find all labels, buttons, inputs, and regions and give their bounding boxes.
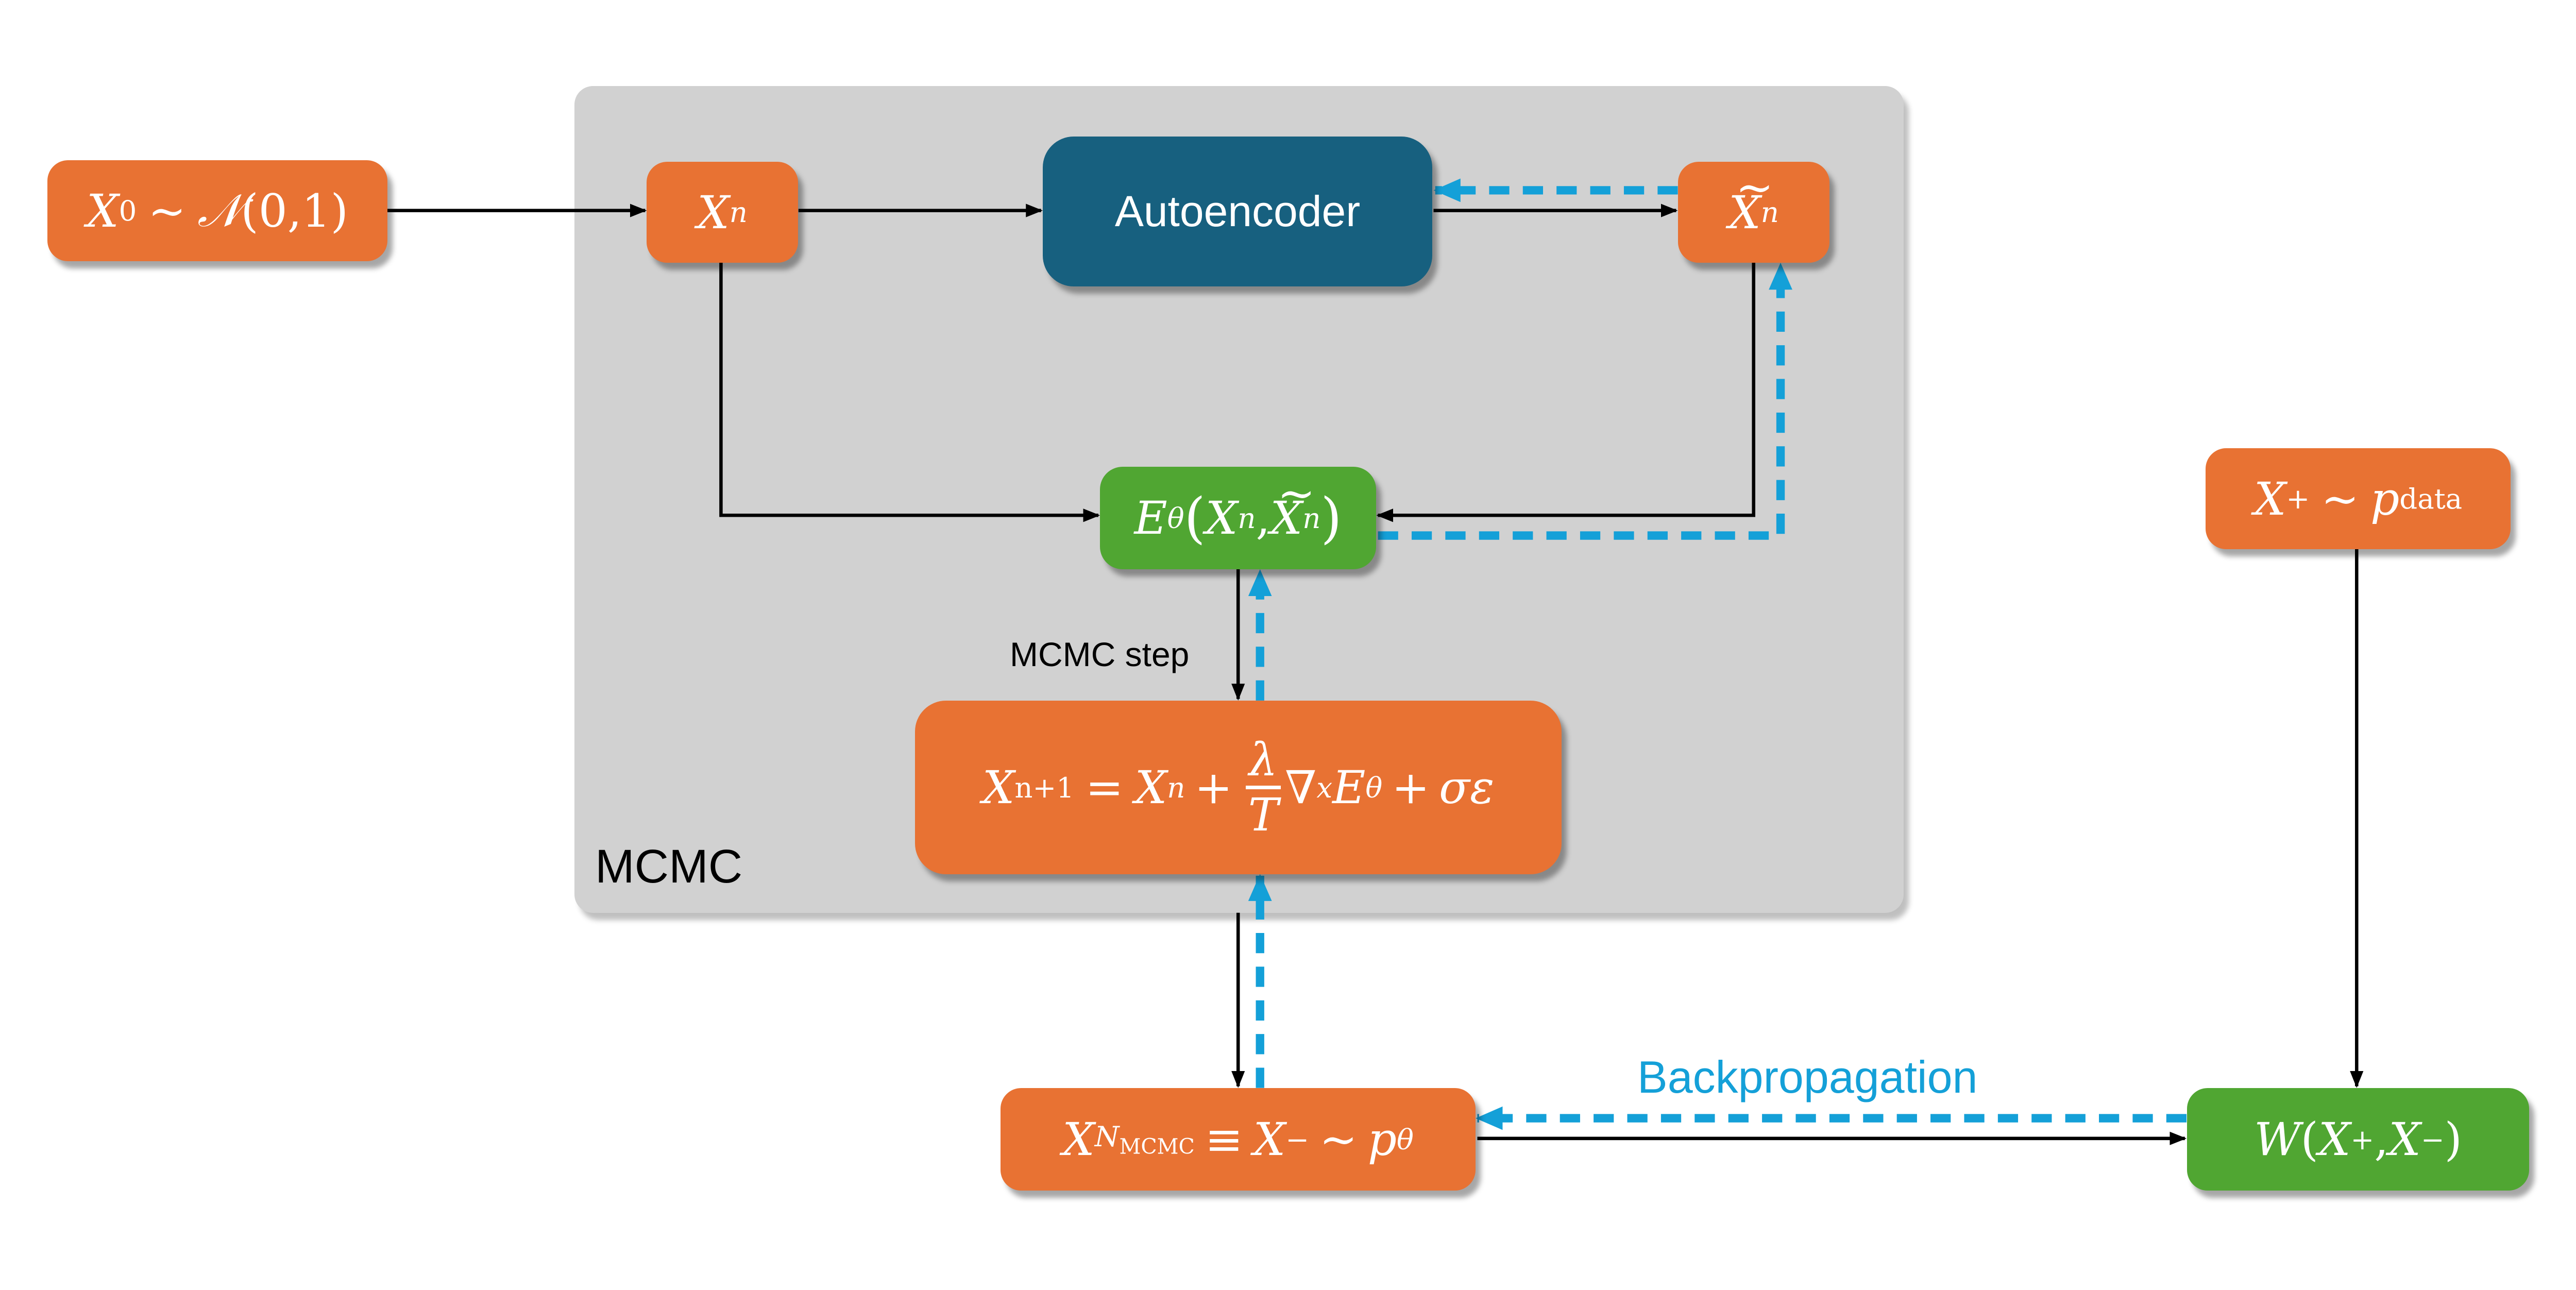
energy-close: )	[1320, 486, 1342, 550]
update-E: E	[1332, 761, 1366, 814]
energy-func-sub: θ	[1167, 501, 1184, 535]
update-x-sub: n	[1167, 771, 1185, 804]
energy-b: X	[1270, 491, 1303, 545]
xfinal-neg: X	[1253, 1113, 1286, 1166]
xfinal-p-sub: θ	[1397, 1123, 1414, 1156]
frac-numerator: λ	[1246, 737, 1281, 789]
x0-sub: 0	[118, 194, 137, 227]
mcmc-container-label: MCMC	[595, 840, 743, 893]
energy-func: E	[1134, 491, 1167, 545]
xfinal-subsub: MCMC	[1119, 1134, 1195, 1159]
xfinal-p: p	[1367, 1113, 1397, 1166]
wdist-comma: ,	[2374, 1113, 2389, 1166]
nabla-sub: x	[1316, 771, 1333, 804]
xtilde-tilde: ~	[1735, 161, 1774, 214]
xplus-sub: +	[2286, 482, 2310, 515]
backprop-label: Backpropagation	[1637, 1051, 1978, 1102]
xplus-rel: ~	[2321, 472, 2359, 525]
x0-rel: ~	[148, 184, 187, 237]
xfinal-equiv: ≡	[1205, 1113, 1243, 1166]
xn-sub: n	[729, 196, 748, 229]
x0-var: X	[86, 184, 119, 237]
nabla-symbol: ∇	[1284, 761, 1317, 814]
mcmc-step-label: MCMC step	[1010, 635, 1190, 673]
update-noise: σε	[1439, 761, 1495, 814]
edge-backprop-energy-to-xtilde	[1378, 262, 1792, 540]
xtilde-sub: n	[1760, 196, 1779, 229]
xfinal-sub: N	[1094, 1119, 1120, 1153]
edge-xtilde-to-energy	[1376, 262, 1756, 522]
xtilde-var: X	[1728, 185, 1761, 239]
xfinal-var: X	[1062, 1113, 1095, 1166]
update-lhs-sub: n+1	[1014, 771, 1074, 804]
energy-a-sub: n	[1238, 501, 1256, 535]
energy-b-tilde: ~	[1277, 466, 1316, 520]
update-plus2: +	[1392, 761, 1430, 814]
update-lhs: X	[982, 761, 1015, 814]
wdist-func: W	[2254, 1113, 2301, 1166]
energy-a: X	[1205, 491, 1238, 545]
wdist-b-sub: −	[2420, 1123, 2445, 1156]
x0-dist: 𝒩	[197, 183, 241, 237]
update-plus1: +	[1194, 761, 1233, 814]
xfinal-rel: ~	[1319, 1113, 1358, 1166]
xfinal-neg-sub: −	[1285, 1123, 1309, 1156]
frac-denominator: T	[1248, 788, 1279, 841]
node-autoencoder[interactable]: Autoencoder	[1043, 137, 1432, 286]
xplus-p: p	[2370, 472, 2400, 525]
update-eq: =	[1085, 761, 1124, 814]
edge-xn-to-energy	[719, 262, 1100, 522]
step-size-fraction: λ T	[1246, 737, 1281, 838]
x0-args: (0,1)	[241, 184, 349, 237]
wdist-a-sub: +	[2350, 1123, 2375, 1156]
energy-b-sub: n	[1302, 501, 1321, 535]
energy-open: (	[1184, 486, 1206, 550]
energy-comma: ,	[1256, 491, 1270, 545]
xplus-p-sub: data	[2399, 482, 2463, 515]
autoencoder-label: Autoencoder	[1114, 187, 1361, 235]
node-wasserstein[interactable]: W ( X+, X− )	[2187, 1088, 2529, 1191]
xn-var: X	[697, 185, 730, 239]
wdist-b: X	[2388, 1113, 2421, 1166]
update-E-sub: θ	[1365, 771, 1383, 804]
wdist-a: X	[2318, 1113, 2351, 1166]
xplus-var: X	[2253, 472, 2286, 525]
update-x: X	[1134, 761, 1167, 814]
wdist-close: )	[2444, 1113, 2462, 1166]
wdist-open: (	[2300, 1113, 2318, 1166]
